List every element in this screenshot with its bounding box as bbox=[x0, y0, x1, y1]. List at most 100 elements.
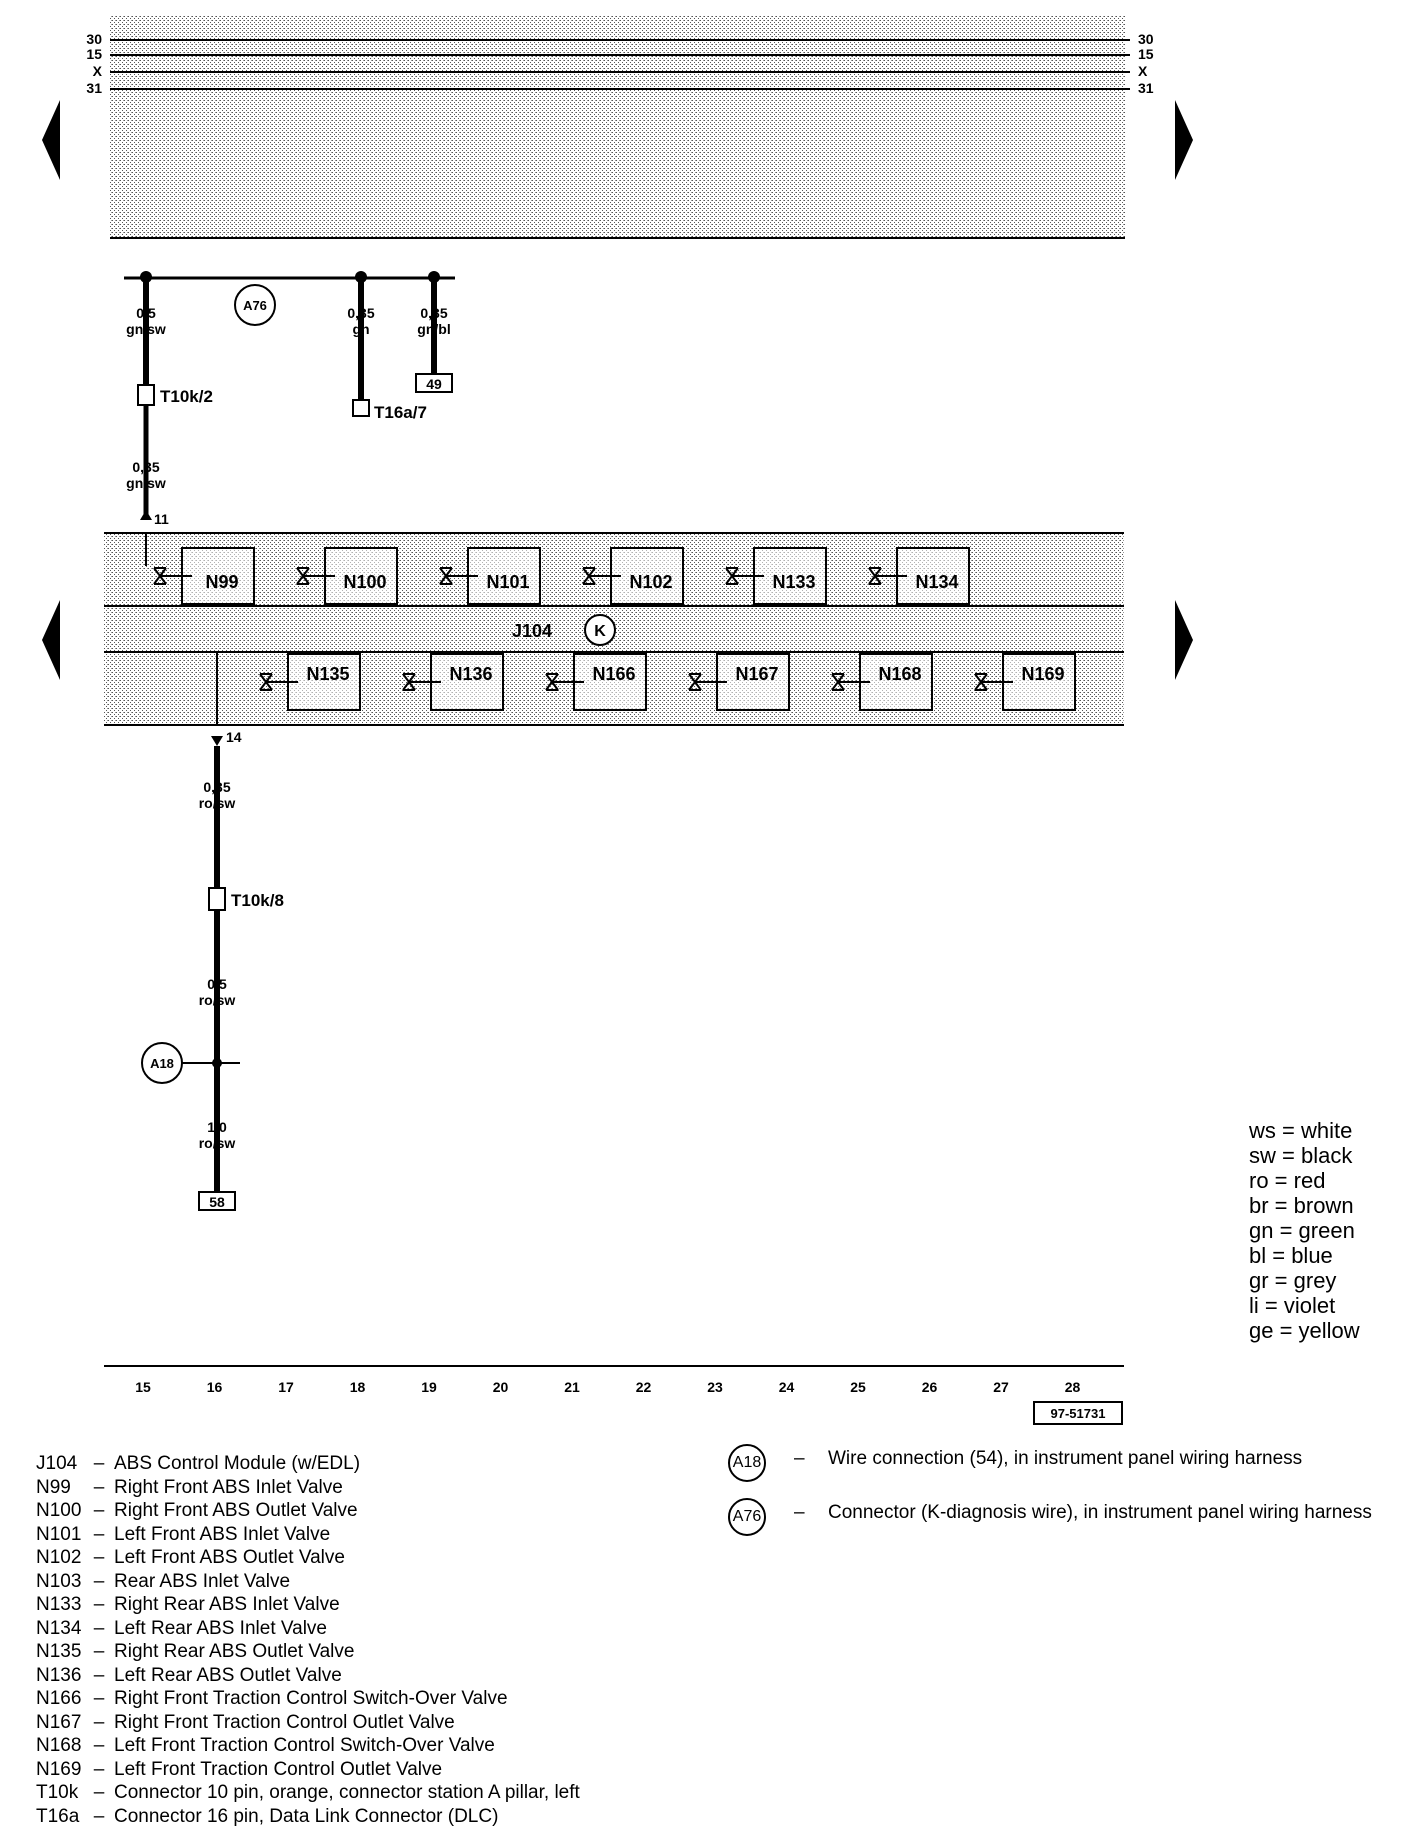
wire-w1-color: gn/sw bbox=[126, 321, 166, 337]
valve-n136-box bbox=[430, 653, 504, 711]
bus-label-left-31: 31 bbox=[86, 80, 102, 96]
component-dash: – bbox=[93, 1547, 105, 1568]
connection-legend-item-a76: A76–Connector (K-diagnosis wire), in ins… bbox=[728, 1498, 1398, 1540]
component-desc: Left Rear ABS Outlet Valve bbox=[114, 1664, 342, 1686]
valve-n169-box bbox=[1002, 653, 1076, 711]
wire-w3-color: gn/bl bbox=[417, 321, 450, 337]
a76-connector-label: A76 bbox=[243, 298, 267, 313]
valve-n168-box bbox=[859, 653, 933, 711]
component-legend-item-j104: J104–ABS Control Module (w/EDL) bbox=[36, 1452, 580, 1476]
component-legend-item-n169: N169–Left Front Traction Control Outlet … bbox=[36, 1758, 580, 1782]
component-dash: – bbox=[93, 1476, 105, 1498]
track-number-28: 28 bbox=[1065, 1379, 1081, 1395]
track-number-21: 21 bbox=[564, 1379, 580, 1395]
component-desc: Connector 16 pin, Data Link Connector (D… bbox=[114, 1805, 499, 1827]
valve-n167-box bbox=[716, 653, 790, 711]
connection-desc: Wire connection (54), in instrument pane… bbox=[828, 1448, 1303, 1469]
component-code: N101 bbox=[36, 1523, 82, 1545]
track-number-23: 23 bbox=[707, 1379, 723, 1395]
component-code: N135 bbox=[36, 1641, 82, 1662]
valve-n100-label: N100 bbox=[343, 572, 386, 592]
track-number-27: 27 bbox=[993, 1379, 1009, 1395]
track-number-16: 16 bbox=[207, 1379, 223, 1395]
track-number-22: 22 bbox=[636, 1379, 652, 1395]
component-code: T16a bbox=[36, 1805, 80, 1827]
component-code: N168 bbox=[36, 1735, 82, 1756]
component-dash: – bbox=[93, 1664, 105, 1686]
relay-panel-area bbox=[110, 16, 1125, 238]
t16a7-connector-icon bbox=[352, 399, 370, 417]
valve-n102-label: N102 bbox=[629, 572, 672, 592]
valve-n99-box bbox=[181, 547, 255, 605]
page-prev-arrow-icon-2[interactable] bbox=[42, 600, 60, 680]
component-legend-item-n168: N168–Left Front Traction Control Switch-… bbox=[36, 1734, 580, 1758]
bus-label-right-31: 31 bbox=[1138, 80, 1154, 96]
valve-n166-label: N166 bbox=[592, 664, 635, 684]
component-dash: – bbox=[93, 1570, 105, 1592]
color-legend-item-ge: ge = yellow bbox=[1249, 1318, 1360, 1343]
valve-n99-label: N99 bbox=[205, 572, 238, 592]
component-legend-item-t10k: T10k–Connector 10 pin, orange, connector… bbox=[36, 1781, 580, 1805]
valve-n136-symbol-icon bbox=[402, 673, 441, 691]
color-legend-item-sw: sw = black bbox=[1249, 1143, 1353, 1168]
a76-connector-icon bbox=[234, 284, 276, 326]
component-dash: – bbox=[93, 1594, 105, 1615]
component-code: J104 bbox=[36, 1453, 78, 1474]
valve-n102-symbol-icon bbox=[582, 567, 621, 585]
ref-49-label: 49 bbox=[426, 376, 442, 392]
valve-n136-label: N136 bbox=[449, 664, 492, 684]
component-dash: – bbox=[93, 1688, 105, 1709]
valve-n99-symbol-icon bbox=[153, 567, 192, 585]
valve-n101-label: N101 bbox=[486, 572, 529, 592]
wire-w2-size: 0,35 bbox=[347, 305, 374, 321]
pin-14-arrow-icon bbox=[211, 736, 223, 746]
component-code: T10k bbox=[36, 1782, 79, 1803]
component-desc: Left Front Traction Control Outlet Valve bbox=[114, 1758, 443, 1780]
color-legend-item-ro: ro = red bbox=[1249, 1168, 1326, 1193]
connection-legend-item-a18: A18 – Wire connection (54), in instrument … bbox=[728, 1444, 1398, 1486]
component-legend-item-n136: N136–Left Rear ABS Outlet Valve bbox=[36, 1664, 580, 1688]
component-legend-item-n100: N100–Right Front ABS Outlet Valve bbox=[36, 1499, 580, 1523]
connection-code-icon: A18 bbox=[728, 1444, 766, 1482]
page-prev-arrow-icon[interactable] bbox=[42, 100, 60, 180]
valve-n167-symbol-icon bbox=[688, 673, 727, 691]
component-dash: – bbox=[93, 1758, 105, 1780]
bus-label-left-x: X bbox=[93, 63, 103, 79]
component-dash: – bbox=[93, 1782, 105, 1803]
t10k2-connector-icon bbox=[137, 384, 155, 406]
component-code: N169 bbox=[36, 1758, 82, 1780]
connection-desc: Connector (K-diagnosis wire), in instrum… bbox=[828, 1502, 1372, 1523]
component-desc: Left Front Traction Control Switch-Over … bbox=[114, 1735, 495, 1756]
color-legend-item-br: br = brown bbox=[1249, 1193, 1354, 1218]
connection-code-icon: A76 bbox=[728, 1498, 766, 1536]
valve-n167-label: N167 bbox=[735, 664, 778, 684]
bus-label-right-30: 30 bbox=[1138, 31, 1154, 47]
track-number-17: 17 bbox=[278, 1379, 294, 1395]
component-desc: Left Front ABS Inlet Valve bbox=[114, 1523, 331, 1545]
bus-label-left-15: 15 bbox=[86, 46, 102, 62]
t16a7-connector-label: T16a/7 bbox=[374, 403, 427, 422]
valve-n166-symbol-icon bbox=[545, 673, 584, 691]
connection-legend: A18 – Wire connection (54), in instrument … bbox=[728, 1444, 1398, 1556]
wire-w5-color: ro/sw bbox=[199, 795, 236, 811]
pin-11-label: 11 bbox=[154, 511, 169, 527]
track-number-19: 19 bbox=[421, 1379, 437, 1395]
bus-label-right-15: 15 bbox=[1138, 46, 1154, 62]
connection-dash: – bbox=[794, 1448, 805, 1469]
page-next-arrow-icon[interactable] bbox=[1175, 100, 1193, 180]
component-desc: Left Front ABS Outlet Valve bbox=[114, 1547, 345, 1568]
page-next-arrow-icon-2[interactable] bbox=[1175, 600, 1193, 680]
valve-n134-label: N134 bbox=[915, 572, 958, 592]
valve-n102-box bbox=[610, 547, 684, 605]
component-code: N166 bbox=[36, 1688, 82, 1709]
component-desc: Rear ABS Inlet Valve bbox=[114, 1570, 291, 1592]
wire-w3-size: 0,35 bbox=[420, 305, 447, 321]
t10k8-connector-icon bbox=[208, 887, 226, 911]
bus-label-right-x: X bbox=[1138, 63, 1148, 79]
component-legend-item-n134: N134–Left Rear ABS Inlet Valve bbox=[36, 1617, 580, 1641]
component-code: N136 bbox=[36, 1664, 82, 1686]
track-number-26: 26 bbox=[922, 1379, 938, 1395]
